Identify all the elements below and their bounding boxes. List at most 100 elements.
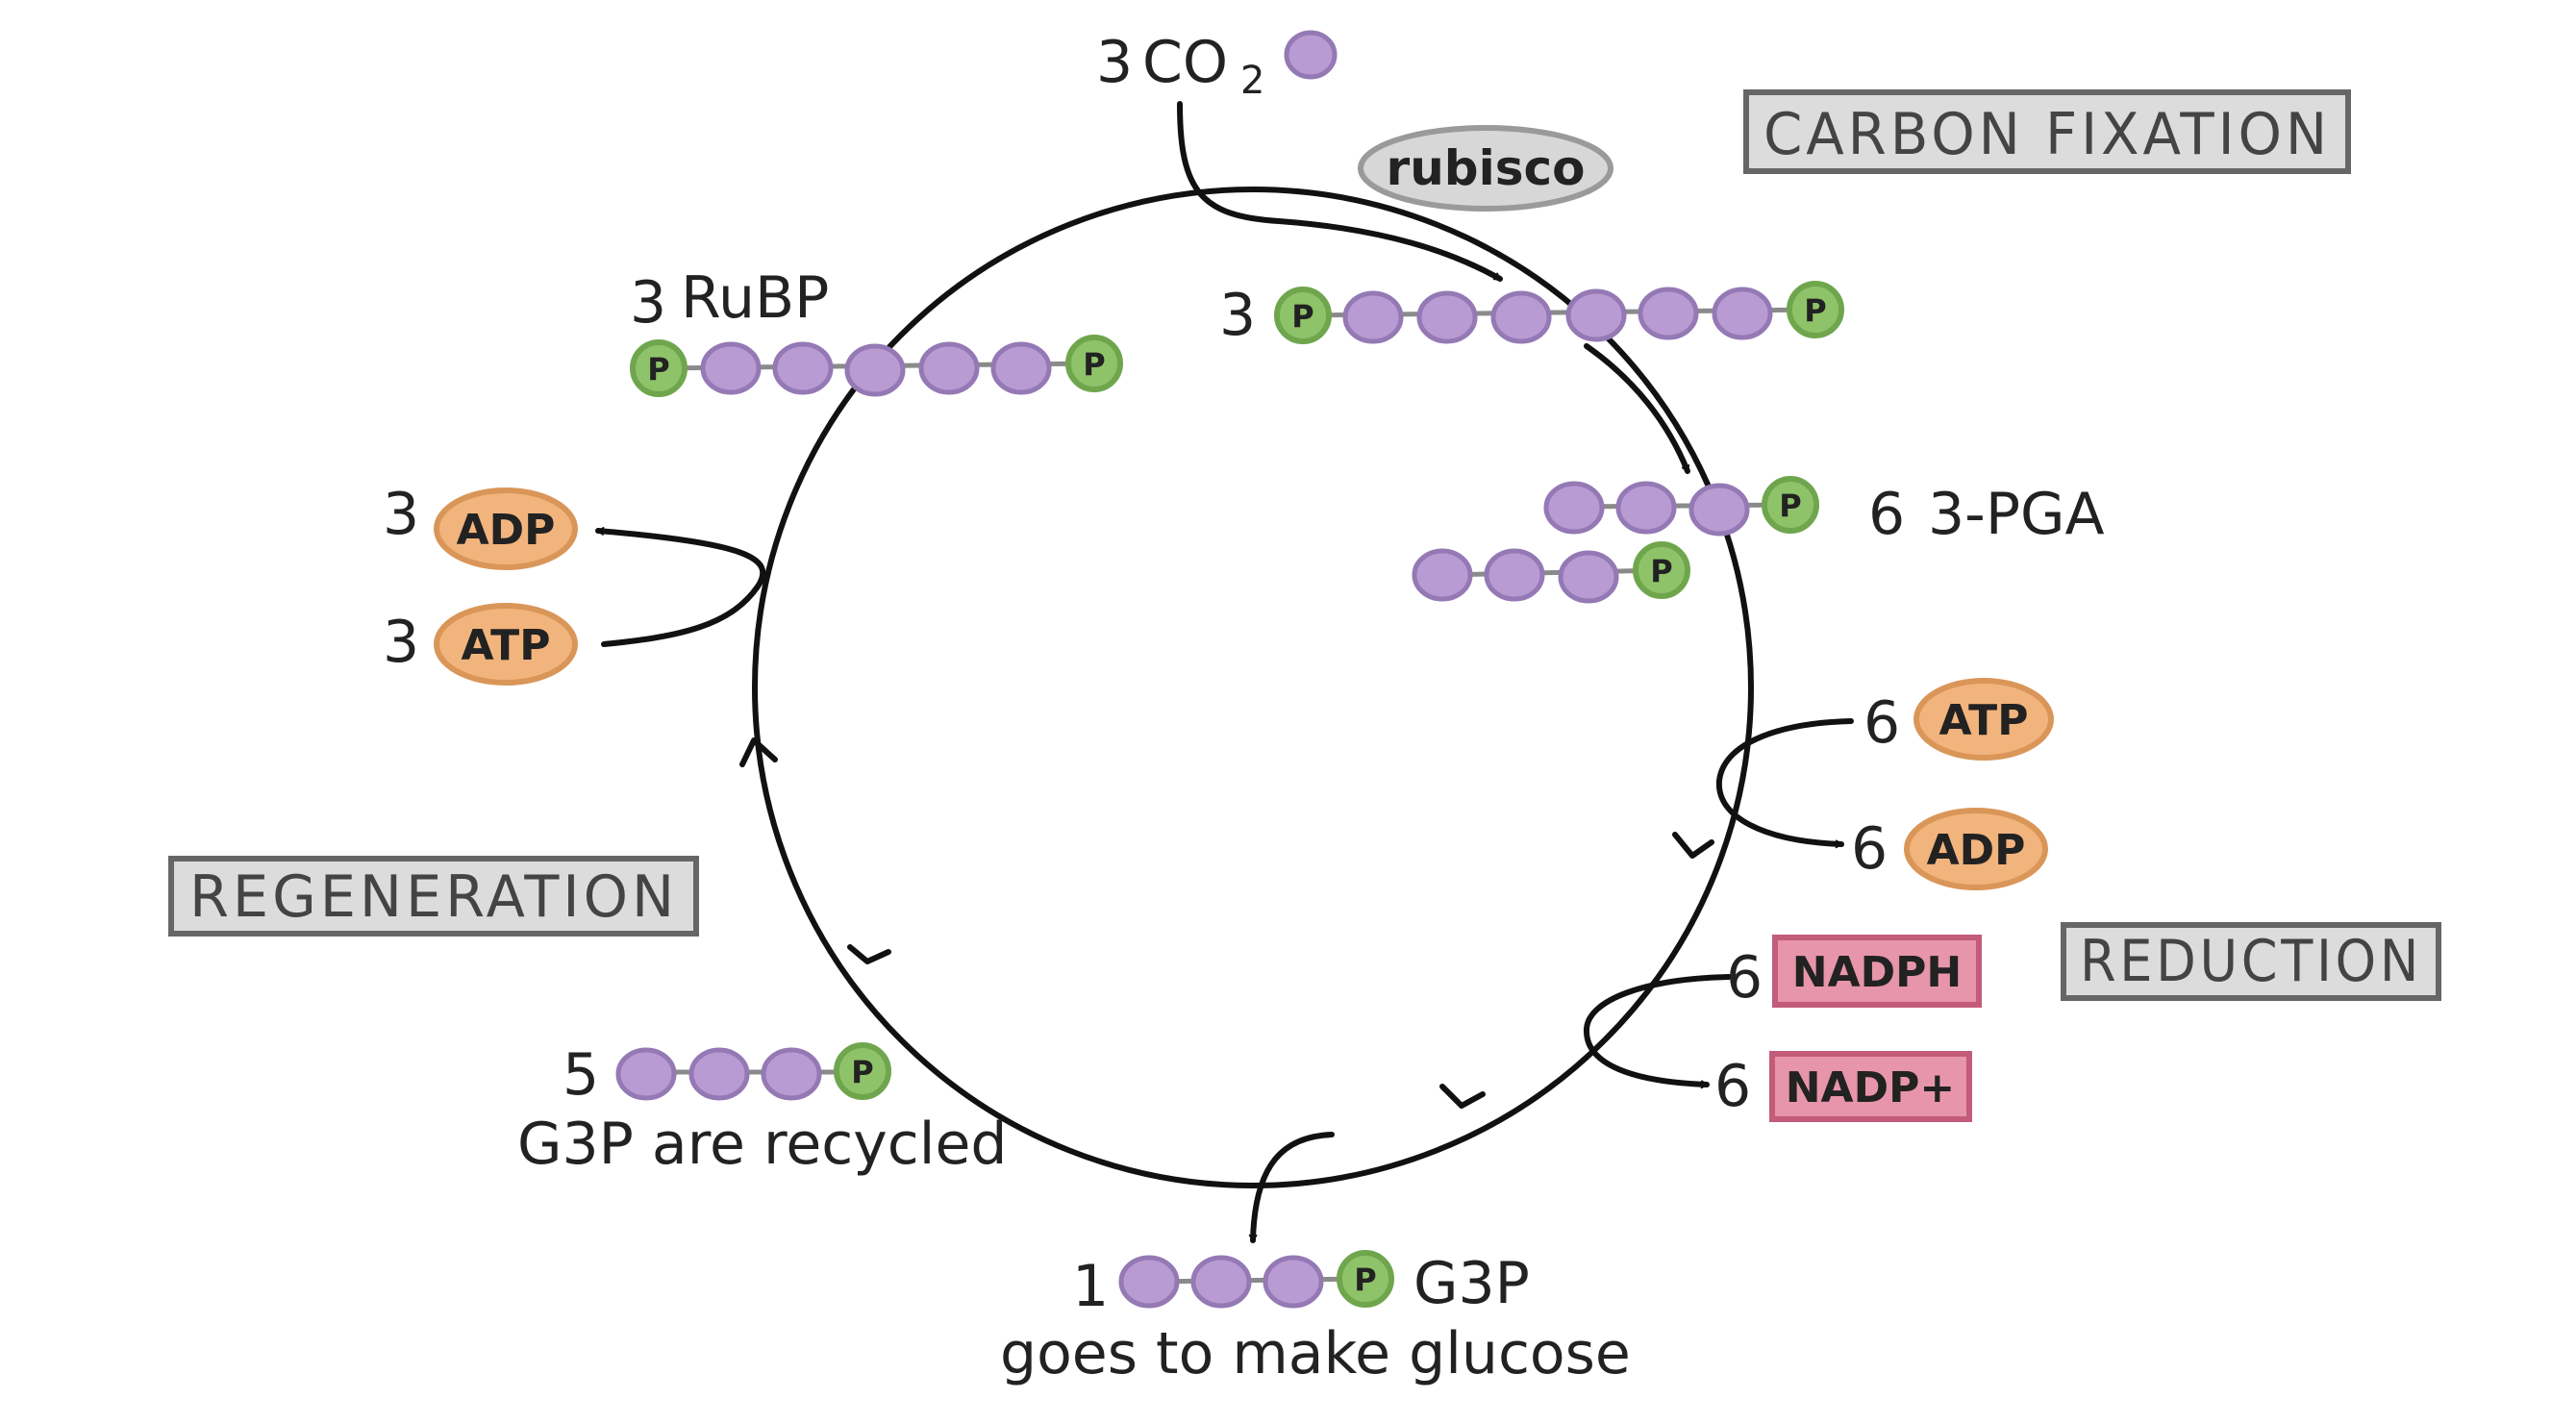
g3p-recycled-count: 5 [563,1041,599,1109]
carbon-atom [1412,548,1473,602]
g3p-out-name: G3P [1413,1250,1530,1317]
svg-text:P: P [1779,487,1801,524]
svg-text:P: P [1083,346,1105,383]
phosphate-group: P [834,1042,891,1100]
regeneration-adp: 3 ADP [383,481,578,570]
carbon-atom [844,343,906,397]
energy-count: 6 [1726,944,1763,1012]
rubisco-enzyme: rubisco [1358,125,1613,212]
phosphate-group: P [630,339,688,397]
carbon-atom [700,341,762,395]
rubp-name: RuBP [681,264,829,332]
carbon-atom [990,341,1052,395]
phosphate-group: P [1633,541,1690,599]
stage-label: REDUCTION [2080,928,2422,995]
carbon-atom [1484,548,1545,602]
co2-entry-arrow [1177,101,1503,282]
co2-input: 3 CO 2 [1096,29,1338,103]
stage-box [2061,922,2441,1001]
rubp-molecule: 3 RuBP P P [630,264,1123,397]
svg-text:P: P [1354,1262,1376,1298]
co2-formula: CO [1142,29,1228,96]
phosphate-group: P [1762,476,1819,534]
stage-label: CARBON FIXATION [1763,101,2331,168]
stage-regeneration: REGENERATION [168,856,699,937]
pga-count: 6 [1868,481,1905,548]
nadph-label: NADPH [1792,948,1962,997]
carbon-atom [1638,287,1699,340]
phosphate-group: P [1274,287,1332,344]
nadp-label: NADP+ [1786,1063,1956,1112]
g3p-output-arrow [1248,1132,1335,1243]
adp-pill [1904,808,2048,890]
carbon-atom [615,1047,677,1101]
g3p-output: 1 P G3P goes to make glucose [1000,1250,1631,1387]
split-arrow [1584,343,1690,474]
atp-pill [434,603,578,686]
carbon-atom [1688,483,1750,537]
g3p-out-note: goes to make glucose [1000,1320,1631,1387]
reduction-atp-arrow [1715,718,1854,849]
six-carbon-count: 3 [1219,282,1256,349]
adp-pill [434,487,578,570]
phosphate-group: P [1337,1250,1394,1308]
carbon-atom [1416,290,1478,344]
carbon-atom [1490,290,1552,344]
atp-pill [1913,678,2054,761]
rubisco-label: rubisco [1387,140,1586,196]
svg-text:P: P [851,1054,873,1090]
carbon-atom [1615,481,1677,535]
pga-name: 3-PGA [1928,481,2105,548]
carbon-atom [772,341,834,395]
svg-text:P: P [1650,553,1672,589]
adp-label: ADP [1927,826,2026,875]
molecule-bond [1441,567,1664,578]
regeneration-atp-arrow [595,527,766,647]
stage-label: REGENERATION [189,863,678,931]
regeneration-atp: 3 ATP [383,603,578,686]
g3p-out-count: 1 [1072,1253,1109,1320]
stage-box [1743,89,2351,174]
cycle-direction-marks [739,737,1714,1109]
reduction-atp: 6 ATP [1863,678,2054,761]
reduction-nadp: 6 NADP+ [1714,1051,1972,1122]
phosphate-group: P [1065,335,1123,392]
carbon-atom [1558,550,1619,604]
carbon-atom [1263,1255,1324,1309]
stage-reduction: REDUCTION [2061,922,2441,1001]
svg-text:P: P [647,351,669,387]
nadph-box [1772,935,1982,1008]
stage-carbon-fixation: CARBON FIXATION [1743,89,2351,174]
svg-text:P: P [1804,292,1826,329]
carbon-atom [1190,1255,1252,1309]
atp-label: ATP [1939,696,2029,745]
stage-box [168,856,699,937]
carbon-atom [1543,481,1605,535]
atp-label: ATP [462,621,551,670]
energy-count: 6 [1714,1053,1751,1120]
energy-count: 6 [1863,689,1900,757]
reduction-nadph: 6 NADPH [1726,935,1982,1012]
g3p-recycled-note: G3P are recycled [517,1111,1007,1178]
nadp-box [1769,1051,1972,1122]
carbon-atom [761,1047,822,1101]
molecule-bond [1146,1276,1366,1285]
reduction-nadph-arrow [1583,974,1732,1089]
carbon-atom [688,1047,750,1101]
carbon-atom [1565,288,1627,342]
phosphate-group: P [1787,281,1844,338]
g3p-recycled: 5 P G3P are recycled [517,1041,1007,1178]
reduction-adp: 6 ADP [1851,808,2048,890]
carbon-atom [1118,1255,1180,1309]
energy-count: 3 [383,481,419,548]
rubisco-pill [1358,125,1613,212]
carbon-atom [918,341,980,395]
molecule-bond [1571,502,1791,510]
co2-subscript: 2 [1240,59,1264,103]
co2-count: 3 [1096,29,1133,96]
svg-text:P: P [1291,298,1313,335]
pga-molecules: P P 6 3-PGA [1412,476,2105,604]
energy-count: 6 [1851,815,1888,883]
rubp-count: 3 [630,269,666,337]
